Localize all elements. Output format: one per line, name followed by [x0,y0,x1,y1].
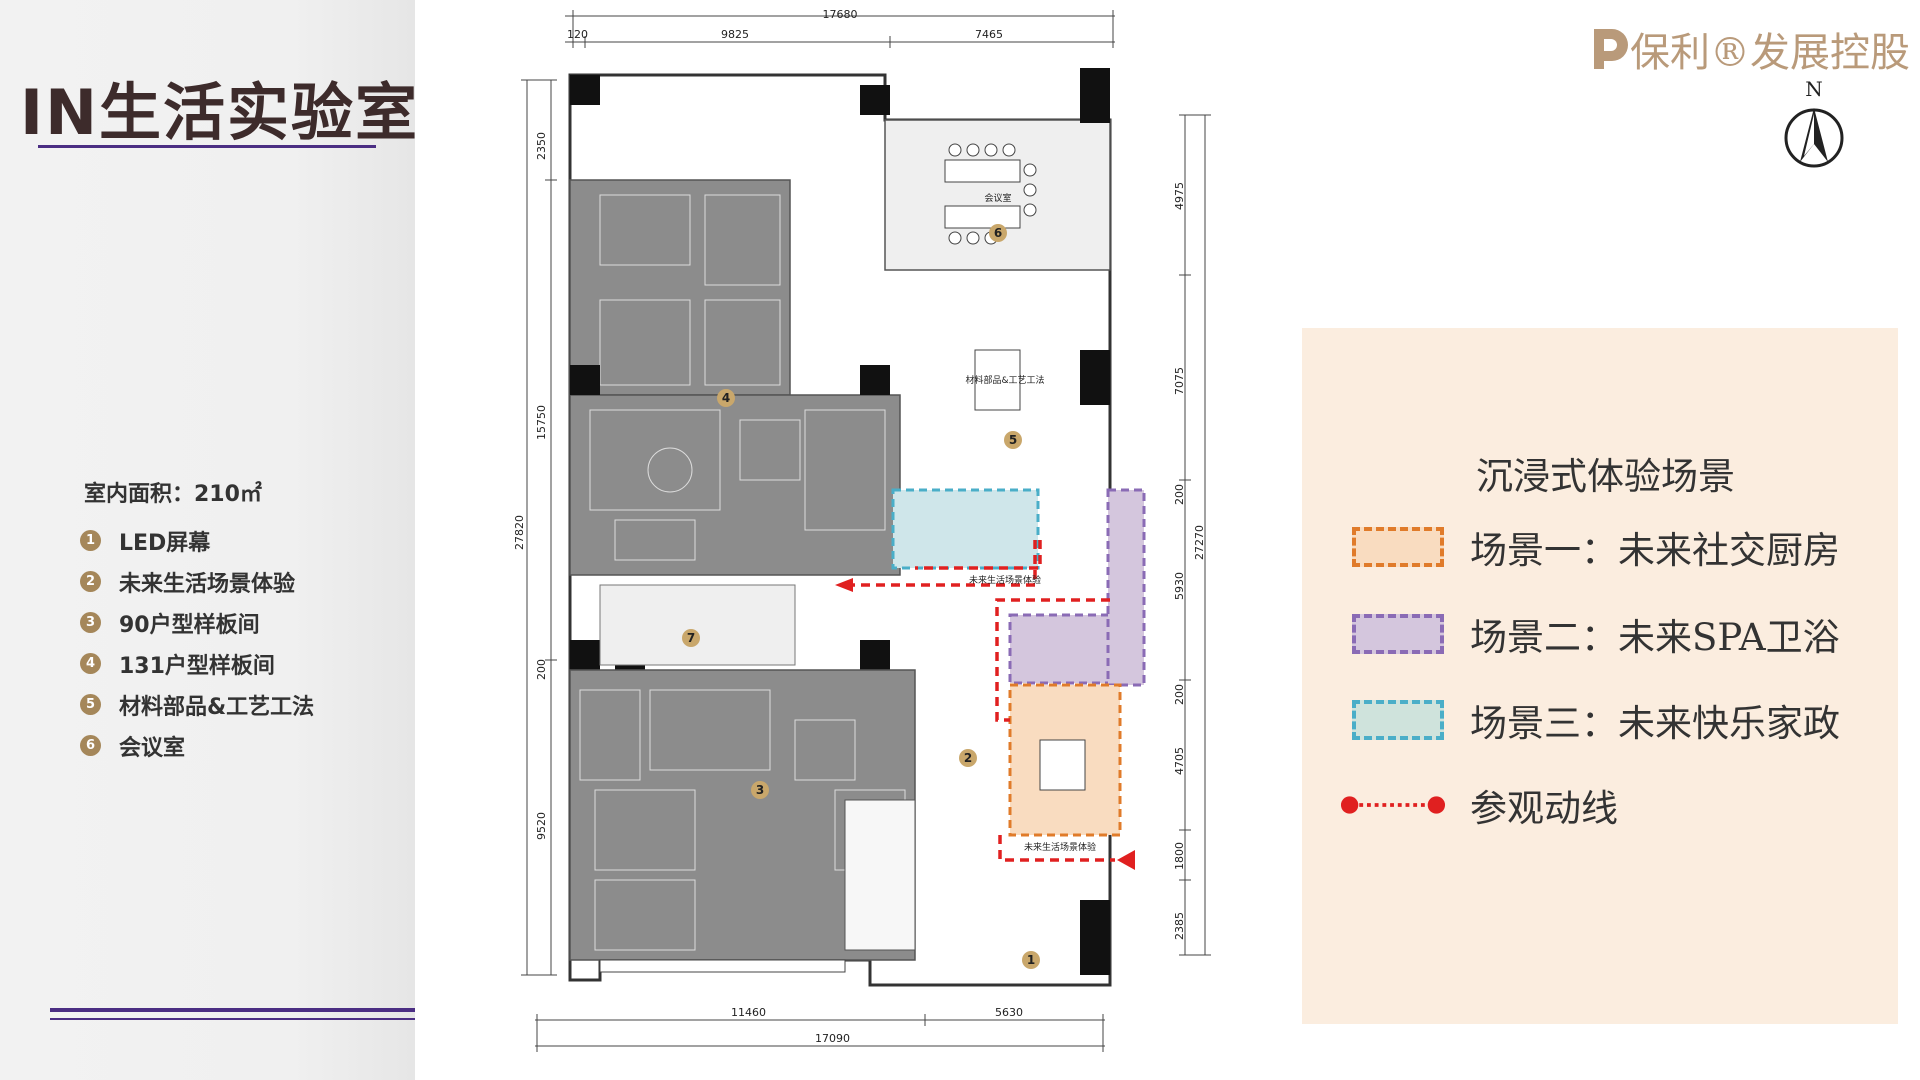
north-label: N [1805,78,1823,101]
dim-right-d: 5930 [1173,572,1186,600]
dim-bottom-overall: 17090 [815,1032,850,1045]
plan-marker: 3 [756,783,764,797]
plan-marker: 7 [687,631,695,645]
dim-right-b: 7075 [1173,367,1186,395]
scene-label: 场景二：未来SPA卫浴 [1470,616,1840,659]
left-panel [0,0,415,1080]
legend-item: 2 未来生活场景体验 [80,561,314,602]
legend-label: 材料部品&工艺工法 [119,694,315,720]
plan-marker: 4 [722,391,730,405]
page-title: IN生活实验室 [20,76,419,149]
dim-bottom-b: 5630 [995,1006,1023,1019]
dim-right-overall: 27270 [1193,525,1206,560]
north-arrow: N [1782,77,1846,174]
scene-swatch-spa [1352,614,1444,654]
scene-legend-item: 场景一：未来社交厨房 [1352,520,1840,574]
scene-legend-panel: 沉浸式体验场景 场景一：未来社交厨房 场景二：未来SPA卫浴 场景三：未来快乐家… [1302,328,1898,1024]
dim-top-overall: 17680 [823,8,858,21]
room-label-future-life: 未来生活场景体验 [1024,841,1096,853]
dim-right-c: 200 [1173,484,1186,505]
room-label-future-life: 未来生活场景体验 [969,574,1041,586]
dim-left-bottom: 9520 [535,812,548,840]
scene-legend-item: 参观动线 [1340,778,1618,832]
legend-label: 131户型样板间 [119,653,275,679]
dim-bottom-a: 11460 [731,1006,766,1019]
scene-label: 场景三：未来快乐家政 [1470,702,1840,745]
dim-right-f: 4705 [1173,747,1186,775]
floor-plan: 17680 120 9825 7465 11460 5630 17090 235… [505,0,1225,1074]
logo-text: 保利®发展控股 [1630,30,1910,76]
legend-item: 6 会议室 [80,725,314,766]
legend-number-badge: 1 [80,530,101,551]
plan-marker: 5 [1009,433,1017,447]
legend-number-badge: 2 [80,571,101,592]
dim-right-a: 4975 [1173,182,1186,210]
legend-label: LED屏幕 [119,530,211,556]
scene-legend-item: 场景二：未来SPA卫浴 [1352,607,1840,661]
legend-item: 4 131户型样板间 [80,643,314,684]
dim-left-gap: 200 [535,659,548,680]
dim-right-g: 1800 [1173,842,1186,870]
legend-list: 1 LED屏幕 2 未来生活场景体验 3 90户型样板间 4 131户型样板间 5 材料部… [80,520,314,766]
dim-right-e: 200 [1173,684,1186,705]
dim-left-overall: 27820 [513,515,526,550]
legend-label: 未来生活场景体验 [119,571,296,597]
dim-right-h: 2385 [1173,912,1186,940]
legend-label: 会议室 [119,735,186,761]
plan-marker: 1 [1027,953,1035,967]
legend-number-badge: 5 [80,694,101,715]
route-label: 参观动线 [1470,787,1618,830]
bottom-rule [50,1018,415,1020]
route-line-icon [1340,796,1446,814]
plan-marker: 2 [964,751,972,765]
scene-legend-item: 场景三：未来快乐家政 [1352,693,1840,747]
legend-number-badge: 6 [80,735,101,756]
dim-top-b: 7465 [975,28,1003,41]
plan-marker: 6 [994,226,1002,240]
bottom-rule [50,1008,415,1012]
logo-mark-icon [1594,29,1628,69]
legend-item: 1 LED屏幕 [80,520,314,561]
title-underline [38,145,376,148]
legend-number-badge: 3 [80,612,101,633]
legend-item: 5 材料部品&工艺工法 [80,684,314,725]
dim-left-middle: 15750 [535,405,548,440]
dim-top-offset: 120 [567,28,588,41]
dim-left-top: 2350 [535,132,548,160]
legend-number-badge: 4 [80,653,101,674]
room-label-materials: 材料部品&工艺工法 [965,374,1044,386]
legend-item: 3 90户型样板间 [80,602,314,643]
scene-legend-title: 沉浸式体验场景 [1476,455,1735,498]
scene-swatch-kitchen [1352,527,1444,567]
scene-swatch-housekeeping [1352,700,1444,740]
room-label-meeting: 会议室 [984,192,1011,204]
floor-plan-drawing: 17680 120 9825 7465 11460 5630 17090 235… [513,8,1211,1052]
north-arrow-icon: N [1784,77,1844,168]
dim-top-a: 9825 [721,28,749,41]
scene-label: 场景一：未来社交厨房 [1470,529,1840,572]
legend-label: 90户型样板间 [119,612,260,638]
area-summary: 室内面积：210㎡ [84,482,262,507]
company-logo: 保利®发展控股 [1590,20,1910,78]
